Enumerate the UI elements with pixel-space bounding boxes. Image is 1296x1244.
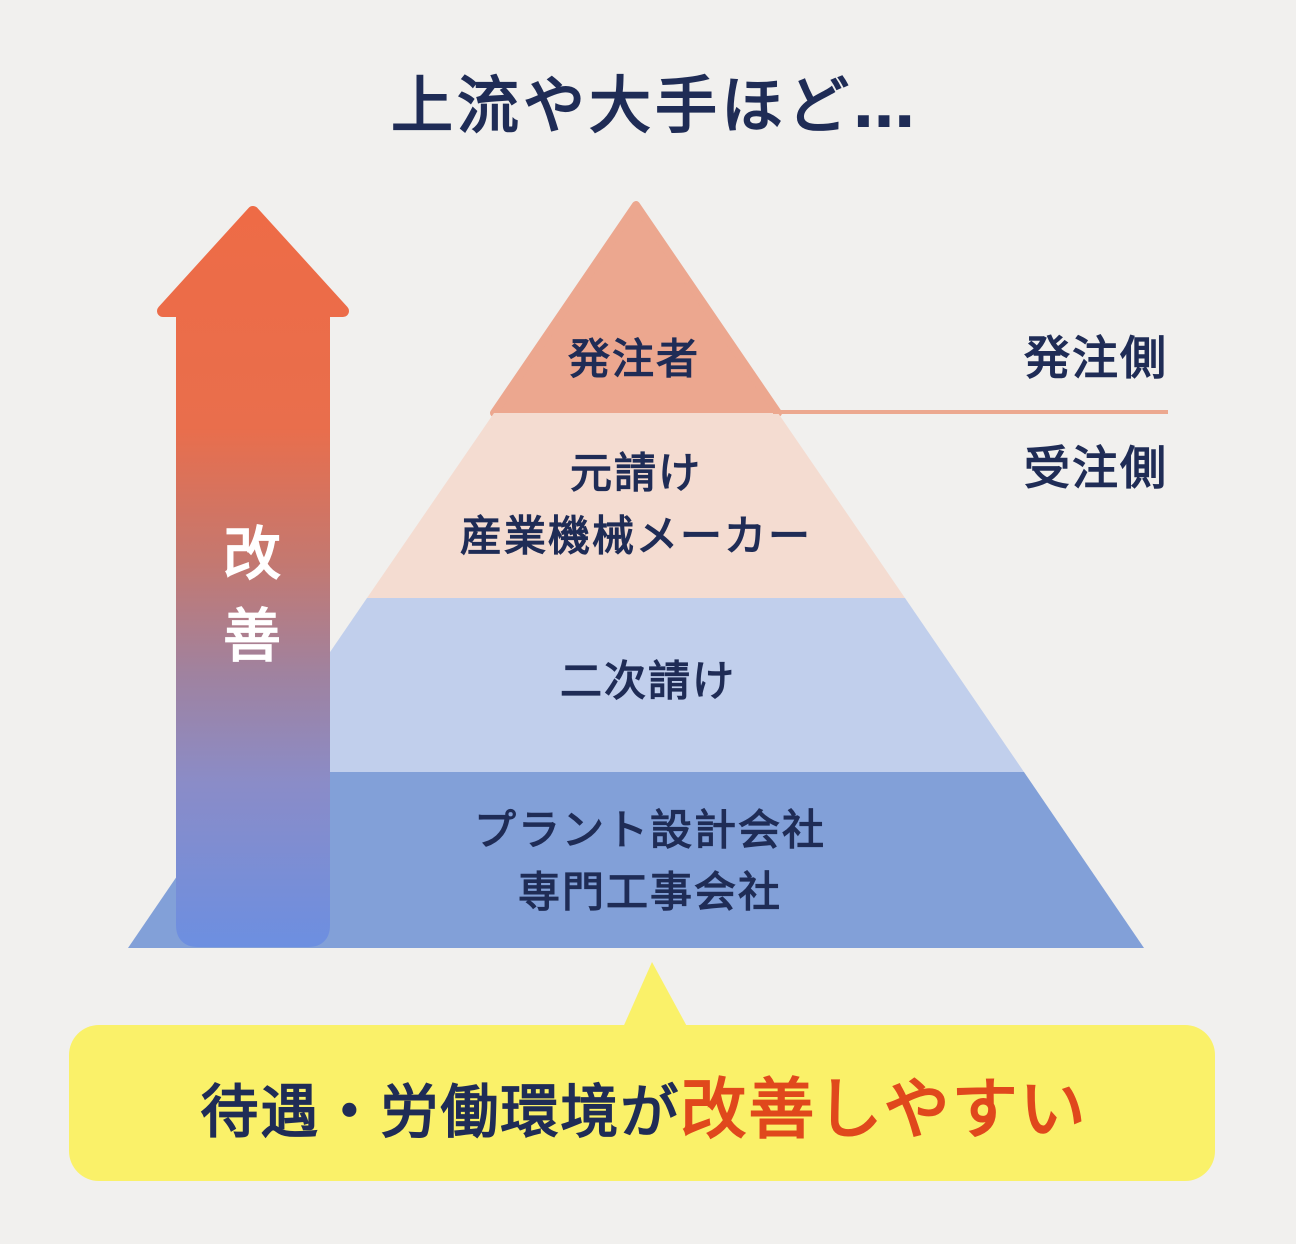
banner-text: 待遇・労働環境が 改善しやすい xyxy=(200,1056,1087,1152)
pyramid-level-1-label: 発注者 xyxy=(567,334,701,384)
arrow-label-char-1: 改 xyxy=(222,520,282,588)
pyramid-level-3-label: 二次請け xyxy=(559,656,737,706)
pyramid-level-2-label-line-2: 産業機械メーカー xyxy=(459,511,813,561)
page-title: 上流や大手ほど… xyxy=(390,69,920,142)
receiving-side-label: 受注側 xyxy=(1024,441,1168,495)
speech-bubble-tail xyxy=(621,962,690,1032)
pyramid-level-4-shape xyxy=(128,772,1144,948)
banner-normal-text: 待遇・労働環境が xyxy=(200,1078,681,1146)
banner-highlight-text: 改善しやすい xyxy=(680,1071,1088,1148)
pyramid-level-4-label-line-2: 専門工事会社 xyxy=(517,867,783,917)
speech-bubble-body xyxy=(69,1025,1215,1181)
improvement-arrow-icon xyxy=(157,206,349,947)
arrow-label-char-2: 善 xyxy=(222,602,282,670)
ordering-side-label: 発注側 xyxy=(1024,331,1168,385)
pyramid-level-4-label-line-1: プラント設計会社 xyxy=(473,805,827,855)
pyramid-level-2-shape xyxy=(367,413,905,598)
pyramid-level-1-shape xyxy=(494,205,778,413)
pyramid-level-2-label-line-1: 元請け xyxy=(569,448,703,498)
pyramid-level-3-shape xyxy=(248,598,1024,772)
